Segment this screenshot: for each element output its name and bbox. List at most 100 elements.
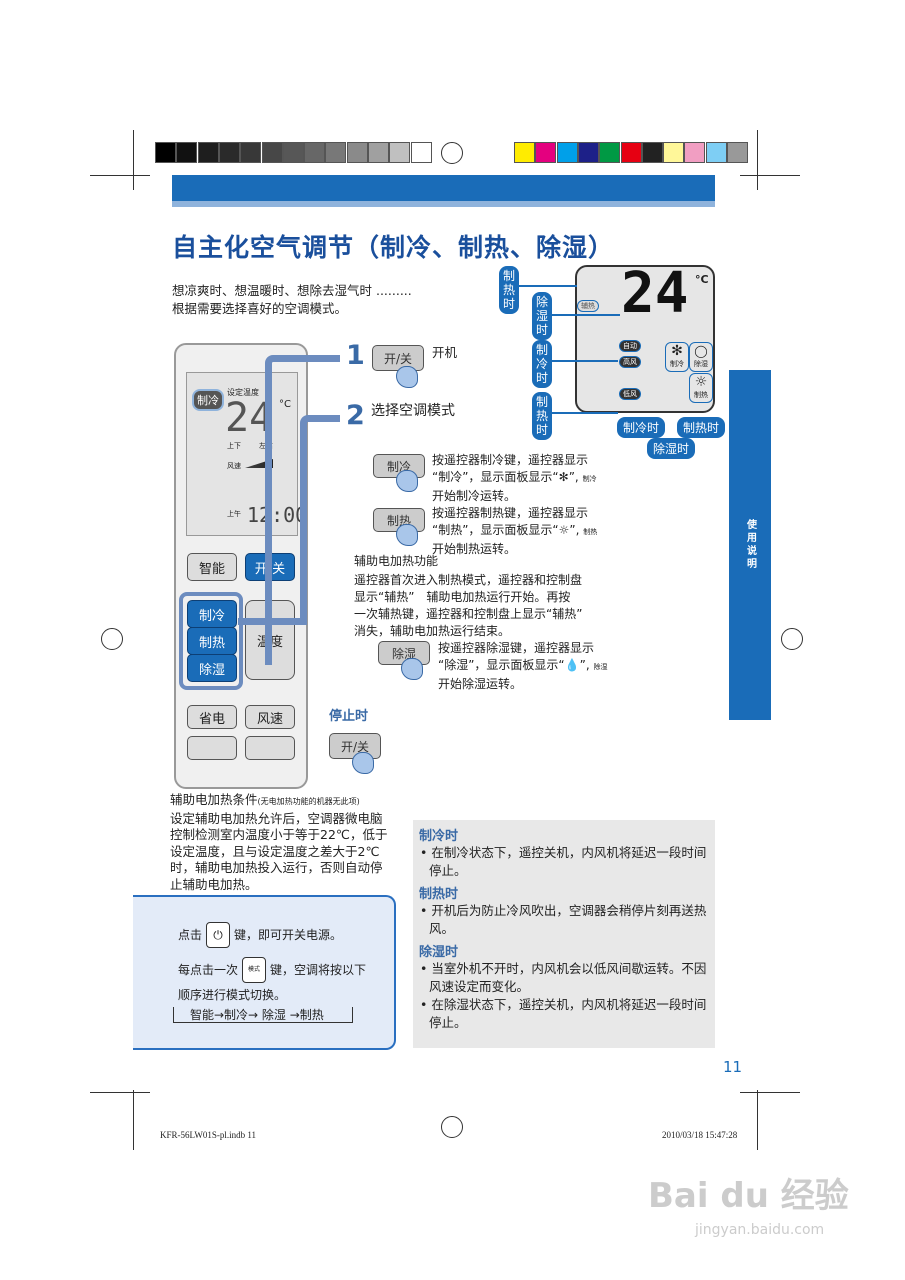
stop-notes: 制冷时• 在制冷状态下，遥控关机，内风机将延迟一段时间停止。制热时• 开机后为防… <box>413 820 715 1048</box>
gray-swatch <box>410 142 432 163</box>
display-panel: 24 °C 辅热 自动 高风 低风 ✻制冷 ◯除湿 ☼制热 <box>575 261 715 413</box>
power-key-illustration: 开/关 <box>372 345 424 371</box>
step-number: 1 <box>346 340 365 371</box>
callout-line <box>552 412 618 414</box>
header-bar <box>172 175 715 207</box>
lcd-mode: 制冷 <box>192 389 224 411</box>
note-item: • 当室外机不开时，内风机会以低风间歇运转。不因风速设定而变化。 <box>420 961 707 994</box>
gray-swatch <box>155 142 176 163</box>
label: 制冷 <box>670 360 684 368</box>
callout-heat: 制热时 <box>532 392 552 440</box>
line: 显示“辅热” 辅助电加热运行开始。再按 <box>354 590 571 604</box>
note-item: • 在制冷状态下，遥控关机，内风机将延迟一段时间停止。 <box>420 845 707 878</box>
line: “制热”，显示面板显示“ <box>432 523 559 537</box>
blank-button[interactable] <box>187 736 237 760</box>
blank-button[interactable] <box>245 736 295 760</box>
color-swatch <box>577 142 599 163</box>
lcd-swing: 上下 <box>227 442 241 450</box>
text: 每点击一次 <box>178 962 239 977</box>
power-icon: ⏻ <box>206 922 231 948</box>
hand-icon <box>396 524 418 546</box>
line: 消失，辅助电加热运行结束。 <box>354 624 511 638</box>
cool-indicator: ✻制冷 <box>665 342 689 372</box>
intro-text: 想凉爽时、想温暖时、想除去湿气时 ......... 根据需要选择喜好的空调模式… <box>172 282 412 318</box>
callout-heat: 制热时 <box>499 266 519 314</box>
line: “除湿”，显示面板显示“ <box>438 658 565 672</box>
hand-icon <box>396 366 418 388</box>
heat-button[interactable]: 制热 <box>187 627 237 655</box>
lcd-unit: °C <box>279 399 291 410</box>
label: 制热 <box>694 391 708 399</box>
crop-mark <box>90 175 150 176</box>
crop-mark <box>133 130 134 190</box>
line: 遥控器首次进入制热模式，遥控器和控制盘 <box>354 573 583 587</box>
callout-heat: 制热时 <box>677 417 726 438</box>
cool-description: 按遥控器制冷键，遥控器显示 “制冷”，显示面板显示“✻”, 制冷 开始制冷运转。 <box>432 452 597 505</box>
mode-highlight <box>179 592 243 690</box>
heat-description: 按遥控器制热键，遥控器显示 “制热”，显示面板显示“☼”, 制热 开始制热运转。 <box>432 505 597 558</box>
tip-box: 点击 ⏻ 键，即可开关电源。 每点击一次 模式 键，空调将按以下 顺序进行模式切… <box>133 895 396 1050</box>
callout-dry: 除湿时 <box>532 292 552 340</box>
icon-label: 除湿 <box>593 663 608 671</box>
note-heading: 制冷时 <box>419 829 459 844</box>
sun-icon: ☼ <box>558 523 570 537</box>
callout-cool: 制冷时 <box>532 340 552 388</box>
gray-swatch <box>197 142 219 163</box>
smart-button[interactable]: 智能 <box>187 553 237 581</box>
step2-connector <box>300 415 340 625</box>
watermark-url: jingyan.baidu.com <box>695 1222 825 1238</box>
line: 控制检测室内温度小于等于22℃，低于 <box>170 827 388 842</box>
registration-mark <box>441 1116 463 1138</box>
aux-heat-section: 辅助电加热功能 遥控器首次进入制热模式，遥控器和控制盘 显示“辅热” 辅助电加热… <box>354 553 582 640</box>
step1-connector <box>265 355 340 665</box>
heat-indicator: ☼制热 <box>689 373 713 403</box>
snowflake-icon: ✻ <box>558 470 569 484</box>
line: 止辅助电加热。 <box>170 876 258 892</box>
drop-icon: 💧 <box>564 658 580 672</box>
fan-level-bars <box>245 459 273 468</box>
lcd-set-label: 设定温度 <box>227 388 259 397</box>
dry-indicator: ◯除湿 <box>689 342 713 372</box>
indicator-auto: 自动 <box>619 340 641 352</box>
crop-mark <box>133 1090 134 1150</box>
watermark-logo: Bai du 经验 <box>648 1176 849 1216</box>
aux-condition-note: (无电加热功能的机器无此项) <box>257 797 360 806</box>
cool-button[interactable]: 制冷 <box>187 600 237 628</box>
snowflake-icon: ✻ <box>671 343 683 359</box>
line: 按遥控器除湿键，遥控器显示 <box>438 641 595 655</box>
indicator-low-fan: 低风 <box>619 388 641 400</box>
note-item: • 开机后为防止冷风吹出，空调器会稍停片刻再送热风。 <box>420 903 707 936</box>
line: 开始除湿运转。 <box>438 677 523 691</box>
gray-swatch <box>218 142 240 163</box>
page-title: 自主化空气调节（制冷、制热、除湿） <box>172 233 615 262</box>
gray-swatch <box>282 142 304 163</box>
text: 点击 <box>178 927 203 942</box>
line: 设定辅助电加热允许后，空调器微电脑 <box>170 810 383 826</box>
color-swatch <box>727 142 748 163</box>
color-swatch <box>535 142 557 163</box>
callout-line <box>552 360 618 362</box>
page-number: 11 <box>723 1058 743 1076</box>
gray-swatch <box>368 142 389 163</box>
stop-title: 停止时 <box>329 709 369 724</box>
icon-label: 制冷 <box>582 475 597 483</box>
step2-connector <box>238 618 307 625</box>
note-heading: 制热时 <box>419 887 459 902</box>
side-tab: 使用说明 <box>729 370 771 720</box>
lcd-ampm: 上午 <box>227 510 241 518</box>
registration-mark <box>101 628 123 650</box>
dry-button[interactable]: 除湿 <box>187 654 237 682</box>
registration-mark <box>781 628 803 650</box>
panel-unit: °C <box>695 273 709 286</box>
line: “制冷”，显示面板显示“ <box>432 470 559 484</box>
aux-condition-title: 辅助电加热条件 <box>170 792 258 807</box>
fan-button[interactable]: 风速 <box>245 705 295 729</box>
gray-swatch <box>261 142 283 163</box>
intro-line: 根据需要选择喜好的空调模式。 <box>172 301 348 316</box>
color-swatch <box>599 142 621 163</box>
aux-title: 辅助电加热功能 <box>354 554 439 568</box>
hand-icon <box>401 658 423 680</box>
eco-button[interactable]: 省电 <box>187 705 237 729</box>
aux-condition: 辅助电加热条件(无电加热功能的机器无此项) 设定辅助电加热允许后，空调器微电脑 … <box>170 792 387 893</box>
line: ”, <box>569 523 580 537</box>
